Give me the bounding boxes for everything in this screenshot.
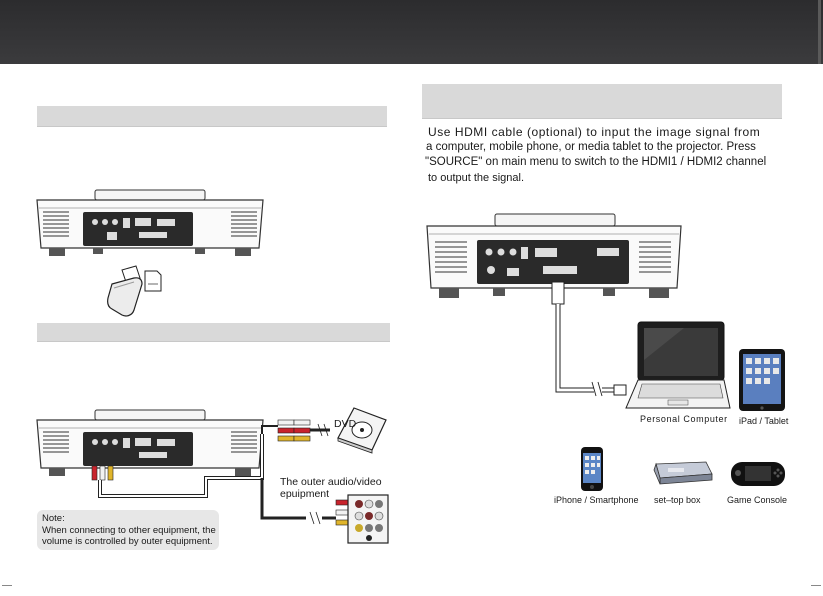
outer-equipment-label-line1: The outer audio/video <box>280 476 382 488</box>
ipad-label: iPad / Tablet <box>739 416 789 426</box>
note-line: When connecting to other equipment, the <box>42 524 216 536</box>
projector-rear-av-illustration <box>36 409 264 476</box>
hdmi-instruction-line: "SOURCE" on main menu to switch to the H… <box>425 156 767 168</box>
hdmi-section-bar <box>422 84 782 119</box>
game-console-icon <box>731 462 785 486</box>
set-top-box-label: set–top box <box>654 495 701 505</box>
game-console-label: Game Console <box>727 495 788 505</box>
projector-rear-hdmi-illustration <box>426 213 682 298</box>
outer-equipment-label-line2: epuipment <box>280 488 330 500</box>
hdmi-instruction-line: Use HDMI cable (optional) to input the i… <box>428 125 761 139</box>
av-equipment-panel-icon <box>347 494 389 544</box>
top-right-edge-mark <box>818 0 821 64</box>
note-title: Note: <box>42 513 65 524</box>
iphone-icon <box>581 447 603 491</box>
iphone-label: iPhone / Smartphone <box>554 495 639 505</box>
personal-computer-label: Personal Computer <box>640 414 728 424</box>
usb-section-bar <box>37 106 387 127</box>
note-line: volume is controlled by outer equipment. <box>42 536 213 547</box>
header-bar <box>0 0 823 64</box>
laptop-icon <box>625 321 731 409</box>
av-section-bar <box>37 323 390 342</box>
set-top-box-icon <box>653 461 713 485</box>
dvd-label: DVD <box>334 418 357 430</box>
page-bottom-mark <box>0 585 823 587</box>
hdmi-instruction-line: to output the signal. <box>428 172 525 184</box>
usb-flash-drive-icon <box>107 265 143 317</box>
note-box: Note: When connecting to other equipment… <box>37 510 219 550</box>
dvd-player-icon <box>337 407 387 454</box>
sd-card-icon <box>144 270 162 292</box>
hdmi-instruction-line: a computer, mobile phone, or media table… <box>426 141 756 153</box>
projector-rear-usb-illustration <box>36 189 264 256</box>
ipad-icon <box>739 349 785 411</box>
